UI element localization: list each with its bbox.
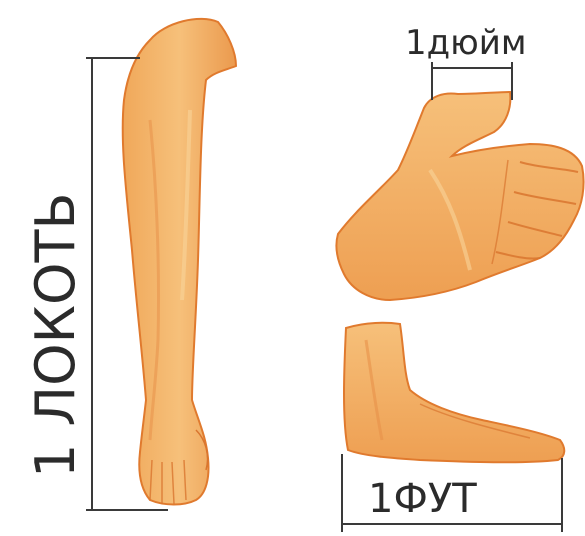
arm-illustration xyxy=(123,19,236,505)
inch-label: 1дюйм xyxy=(405,23,527,63)
fist-illustration xyxy=(336,92,583,300)
elbow-label: 1 ЛОКОТЬ xyxy=(24,192,87,478)
foot-illustration xyxy=(344,323,564,463)
foot-label: 1ФУТ xyxy=(368,476,477,522)
